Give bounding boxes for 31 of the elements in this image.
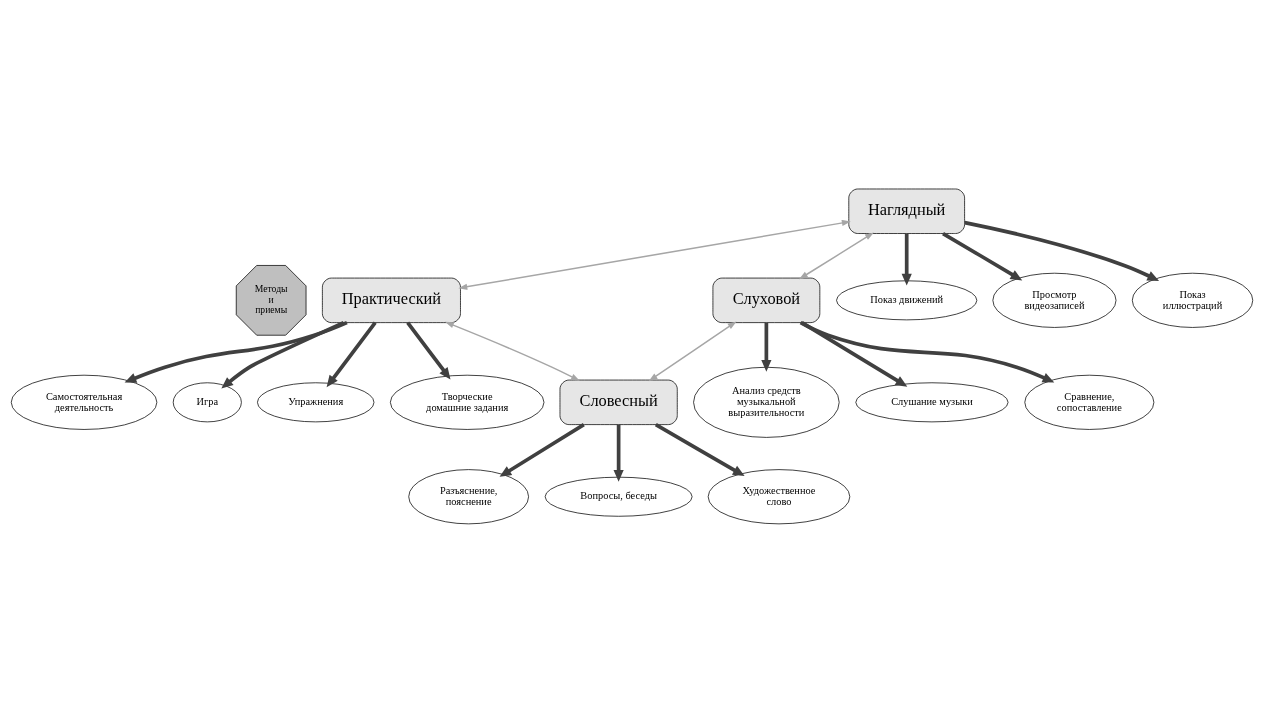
arrow [458,219,851,290]
node-ellipse: Просмотр видеозаписей [992,272,1117,328]
node-ellipse: Разъяснение, пояснение [408,468,529,524]
arrow [654,422,745,476]
node-ellipse: Анализ средств музыкальной выразительности [693,366,840,438]
arrow [761,322,772,372]
node-ellipse: Упражнения [257,381,375,422]
node-box: Наглядный [848,188,965,234]
arrow [613,424,624,482]
node-box: Словесный [559,379,678,425]
node-box: Слуховой [712,277,821,323]
node-box: Практический [322,277,461,323]
arrow [124,320,348,383]
arrow [326,321,377,387]
arrow [648,320,737,381]
arrow [799,231,874,279]
arrow [406,321,451,379]
node-ellipse: Слушание музыки [855,381,1009,422]
node-ellipse: Вопросы, беседы [544,476,693,517]
node-ellipse: Показ движений [836,279,978,320]
node-ellipse: Творческие домашние задания [389,374,545,430]
node-ellipse: Художественное слово [707,468,851,524]
arrow [942,231,1023,280]
node-ellipse: Игра [172,381,242,422]
arrow [799,320,1055,383]
arrow [964,220,1160,281]
arrow [499,422,585,477]
arrow [901,233,912,285]
arrow [444,321,580,381]
arrow [800,320,908,387]
arrow [221,320,345,389]
